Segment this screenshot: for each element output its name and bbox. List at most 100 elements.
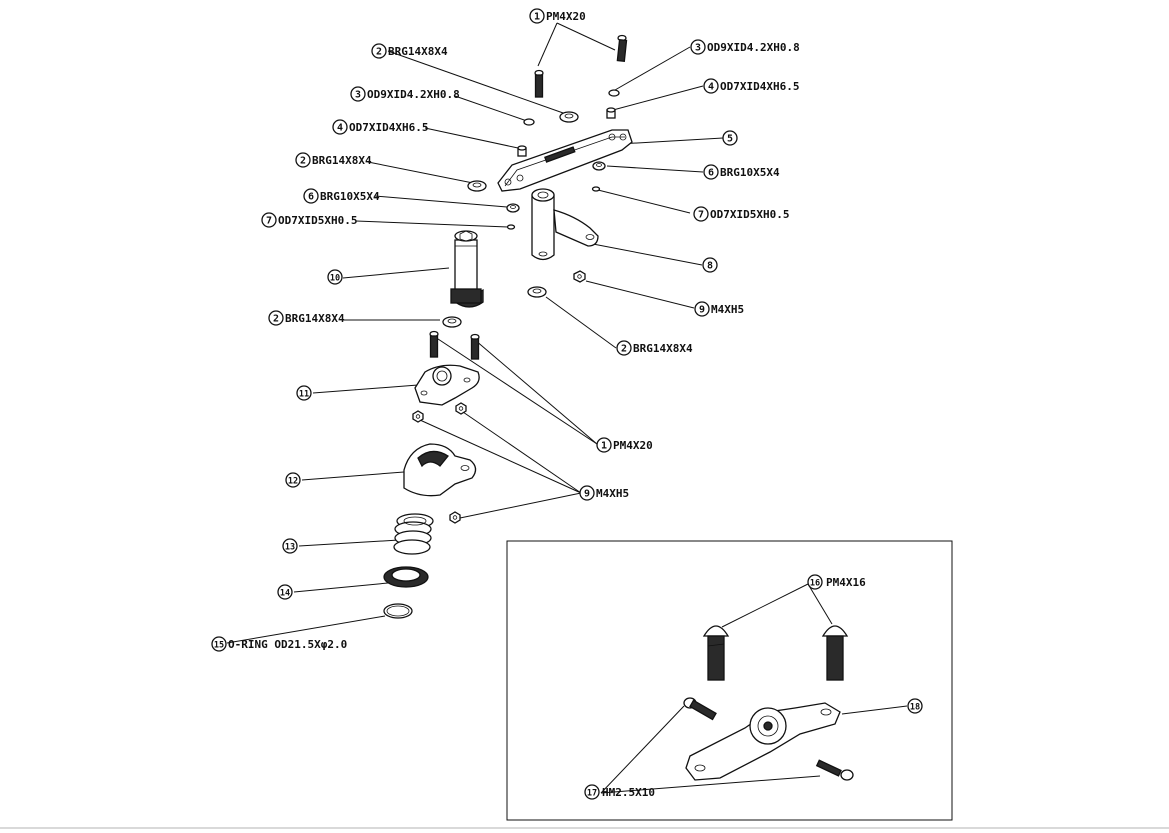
bearing-brg14-left (467, 180, 487, 192)
adjuster-nut (383, 566, 429, 588)
callout-16: 16 PM4X16 (807, 574, 866, 590)
callout-9-top: 9 M4XH5 (694, 301, 744, 317)
svg-text:BRG14X8X4: BRG14X8X4 (633, 342, 693, 355)
svg-text:17: 17 (587, 789, 597, 799)
svg-text:14: 14 (280, 589, 290, 599)
svg-text:PM4X16: PM4X16 (826, 576, 866, 589)
callout-1-top: 1 PM4X20 (529, 8, 586, 24)
svg-text:13: 13 (285, 543, 295, 553)
svg-text:1: 1 (601, 441, 607, 452)
parts (383, 34, 633, 619)
callout-2-a: 2 BRG14X8X4 (371, 43, 448, 59)
svg-text:BRG10X5X4: BRG10X5X4 (720, 166, 780, 179)
callout-4-left: 4 OD7XID4XH6.5 (332, 119, 428, 135)
svg-text:OD9XID4.2XH0.8: OD9XID4.2XH0.8 (707, 41, 800, 54)
screw-hm2.5x10-top (683, 697, 717, 721)
svg-text:2: 2 (300, 156, 306, 167)
steering-post-tube (450, 230, 484, 308)
svg-text:OD7XID5XH0.5: OD7XID5XH0.5 (710, 208, 789, 221)
bearing-brg10-right (592, 161, 606, 171)
svg-text:9: 9 (584, 489, 590, 500)
svg-text:7: 7 (266, 216, 272, 227)
svg-text:15: 15 (214, 641, 224, 651)
svg-text:3: 3 (695, 43, 701, 54)
screw-pm4x20-lower-left (429, 330, 439, 358)
callout-labels: 1 PM4X20 2 BRG14X8X4 3 OD9XID4.2XH0.8 3 … (211, 8, 923, 800)
svg-text:M4XH5: M4XH5 (596, 487, 629, 500)
callout-4-right: 4 OD7XID4XH6.5 (703, 78, 799, 94)
callout-14: 14 (277, 584, 293, 600)
callout-13: 13 (282, 538, 298, 554)
bearing-brg14-right (527, 286, 547, 298)
callout-17: 17 HM2.5X10 (584, 784, 655, 800)
spacer-od7-right (606, 107, 616, 119)
o-ring (383, 603, 413, 619)
callout-5: 5 (722, 130, 738, 146)
nut-m4-lower-left (412, 410, 424, 423)
spring (393, 513, 434, 555)
callout-3-left: 3 OD9XID4.2XH0.8 (350, 86, 460, 102)
nut-m4-bottom (449, 511, 461, 524)
svg-text:4: 4 (337, 123, 343, 134)
screw-pm4x16-left (702, 625, 730, 681)
svg-text:BRG14X8X4: BRG14X8X4 (312, 154, 372, 167)
svg-text:PM4X20: PM4X20 (613, 439, 653, 452)
callout-6-right: 6 BRG10X5X4 (703, 164, 780, 180)
bearing-brg10-left (506, 203, 520, 213)
nut-m4-top (573, 270, 586, 283)
callout-7-left: 7 OD7XID5XH0.5 (261, 212, 357, 228)
callout-7-right: 7 OD7XID5XH0.5 (693, 206, 789, 222)
svg-text:8: 8 (707, 261, 713, 272)
svg-text:10: 10 (330, 274, 340, 284)
steering-bridge (497, 129, 633, 192)
detail-inset-frame (506, 540, 953, 821)
svg-text:BRG14X8X4: BRG14X8X4 (388, 45, 448, 58)
bearing-brg14-mid (442, 316, 462, 328)
svg-text:OD7XID4XH6.5: OD7XID4XH6.5 (720, 80, 799, 93)
screw-pm4x20-top-right (616, 34, 628, 63)
svg-text:5: 5 (727, 134, 733, 145)
svg-text:2: 2 (376, 47, 382, 58)
svg-text:OD7XID5XH0.5: OD7XID5XH0.5 (278, 214, 357, 227)
bearing-brg14-top (559, 111, 579, 123)
callout-2-d: 2 BRG14X8X4 (616, 340, 693, 356)
svg-text:O-RING OD21.5Xφ2.0: O-RING OD21.5Xφ2.0 (228, 638, 347, 651)
svg-text:HM2.5X10: HM2.5X10 (602, 786, 655, 799)
callout-2-c: 2 BRG14X8X4 (268, 310, 345, 326)
svg-text:6: 6 (708, 168, 714, 179)
spacer-od7-left (517, 145, 527, 157)
callout-1-bottom: 1 PM4X20 (596, 437, 653, 453)
callout-2-b: 2 BRG14X8X4 (295, 152, 372, 168)
bottom-divider (0, 827, 1169, 829)
svg-text:PM4X20: PM4X20 (546, 10, 586, 23)
shim-od7-left (506, 224, 516, 230)
svg-text:2: 2 (273, 314, 279, 325)
steering-arm-post (531, 188, 599, 261)
lower-mount (414, 364, 480, 406)
svg-text:OD7XID4XH6.5: OD7XID4XH6.5 (349, 121, 428, 134)
screw-pm4x16-right (821, 625, 849, 681)
svg-text:M4XH5: M4XH5 (711, 303, 744, 316)
servo-saver-housing (403, 443, 477, 497)
svg-text:18: 18 (910, 703, 920, 713)
screw-pm4x20-top-left (534, 69, 544, 98)
svg-text:6: 6 (308, 192, 314, 203)
shim-od7-right (591, 186, 601, 192)
callout-15: 15 O-RING OD21.5Xφ2.0 (211, 636, 347, 652)
svg-text:16: 16 (810, 579, 820, 589)
screw-hm2.5x10-bottom (815, 759, 854, 781)
svg-text:12: 12 (288, 477, 298, 487)
svg-text:7: 7 (698, 210, 704, 221)
svg-text:2: 2 (621, 344, 627, 355)
svg-text:4: 4 (708, 82, 714, 93)
screw-pm4x20-lower-right (470, 333, 480, 360)
svg-text:BRG14X8X4: BRG14X8X4 (285, 312, 345, 325)
callout-11: 11 (296, 385, 312, 401)
callout-12: 12 (285, 472, 301, 488)
callout-9-bottom: 9 M4XH5 (579, 485, 629, 501)
svg-text:9: 9 (699, 305, 705, 316)
callout-6-left: 6 BRG10X5X4 (303, 188, 380, 204)
leader-lines (226, 22, 908, 794)
svg-text:BRG10X5X4: BRG10X5X4 (320, 190, 380, 203)
